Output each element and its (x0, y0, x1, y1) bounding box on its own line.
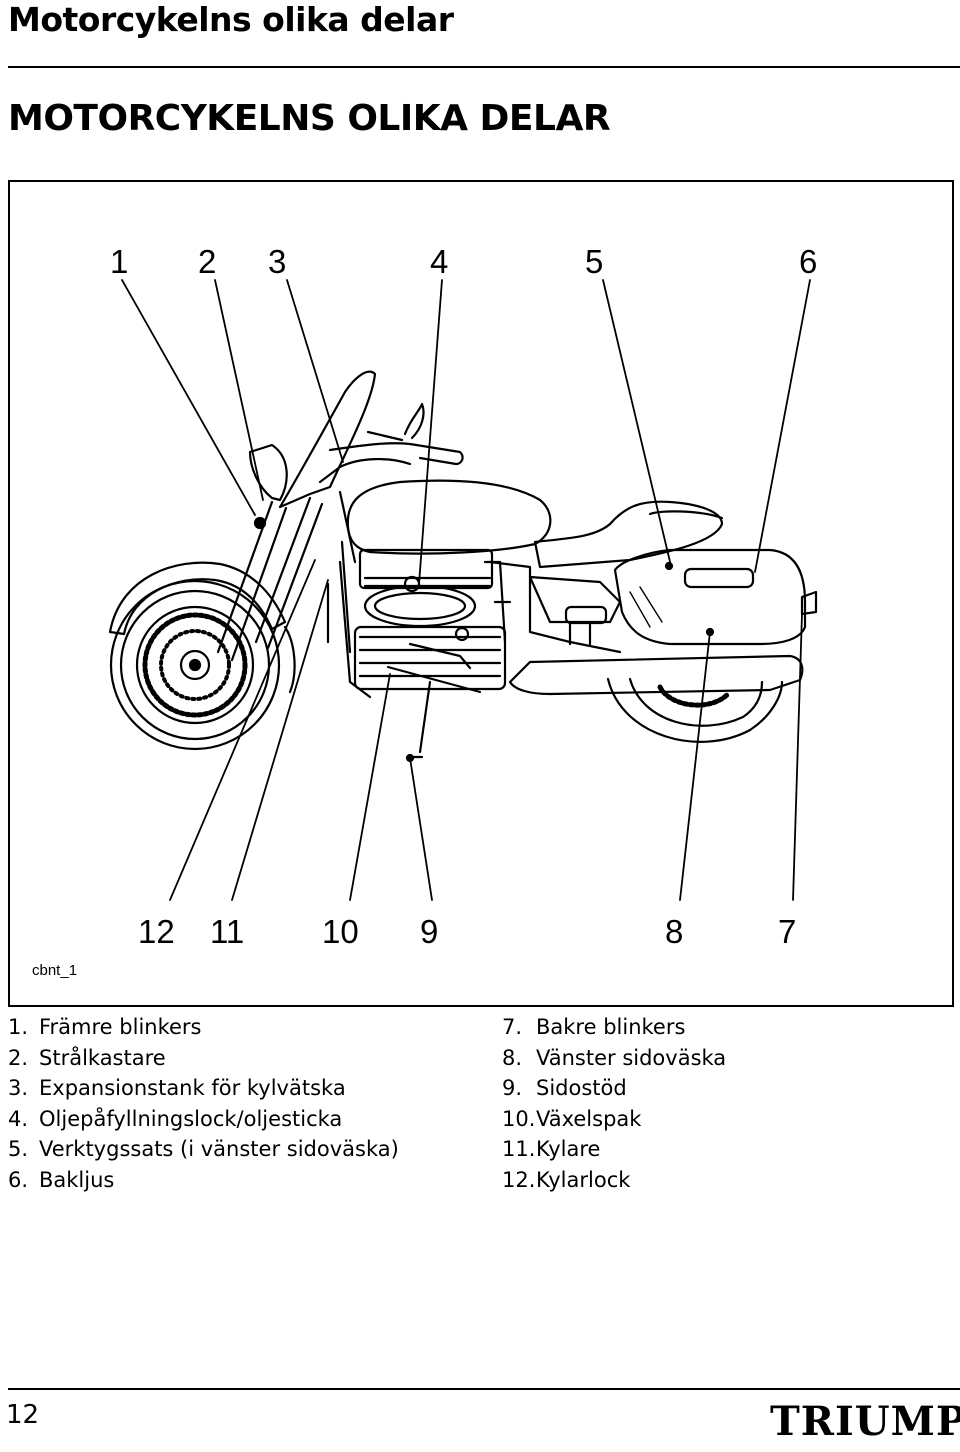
callout-label: 2 (198, 243, 217, 280)
legend-item: 12.Kylarlock (502, 1165, 726, 1196)
section-title: MOTORCYKELNS OLIKA DELAR (8, 98, 611, 139)
saddlebag (613, 548, 807, 646)
legend-number: 8. (502, 1045, 523, 1070)
legend-number: 3. (8, 1076, 29, 1100)
legend-number: 2. (8, 1045, 29, 1070)
callout-label: 6 (799, 243, 818, 280)
front-fender (108, 561, 287, 636)
legend-right-column: 7. Bakre blinkers 8. Vänster sidoväska 9. S… (502, 1012, 726, 1195)
header-rule (8, 66, 960, 68)
fuel-tank (346, 479, 552, 555)
callout-label: 4 (430, 243, 449, 280)
rear-wheel (606, 677, 784, 743)
legend-item: 6. Bakljus (8, 1165, 399, 1196)
page-number: 12 (6, 1400, 40, 1430)
callout-label: 1 (110, 243, 129, 280)
running-header: Motorcykelns olika delar (8, 0, 454, 39)
legend-item: 5. Verktygssats (i vänster sidoväska) (8, 1134, 399, 1165)
legend-number: 11. (502, 1137, 536, 1161)
legend-label: Expansionstank för kylvätska (39, 1076, 346, 1100)
windshield (278, 370, 377, 509)
exhaust (508, 654, 804, 696)
callout-label: 11 (210, 913, 245, 950)
legend-label: Växelspak (536, 1106, 642, 1131)
engine (326, 548, 512, 699)
callout-label: 5 (585, 243, 604, 280)
legend-number: 9. (502, 1076, 523, 1100)
legend-number: 10. (502, 1106, 536, 1131)
legend-item: 10.Växelspak (502, 1104, 726, 1135)
legend-item: 2. Strålkastare (8, 1043, 399, 1074)
seat (533, 500, 724, 569)
figure-code: cbnt_1 (32, 962, 78, 979)
legend-label: Sidostöd (536, 1076, 627, 1100)
callout-leaders (121, 279, 811, 901)
legend-label: Strålkastare (39, 1045, 166, 1070)
legend-left-column: 1. Främre blinkers 2. Strålkastare 3. Expan… (8, 1012, 399, 1195)
callout-label: 9 (420, 913, 439, 950)
callout-label: 3 (268, 243, 287, 280)
legend-item: 8. Vänster sidoväska (502, 1043, 726, 1074)
legend-label: Oljepåfyllningslock/oljesticka (39, 1106, 343, 1131)
legend-number: 1. (8, 1015, 29, 1039)
legend-number: 4. (8, 1106, 29, 1131)
legend-label: Kylarlock (536, 1167, 631, 1192)
legend-label: Främre blinkers (39, 1015, 202, 1039)
legend-label: Kylare (536, 1137, 601, 1161)
legend-item: 3. Expansionstank för kylvätska (8, 1073, 399, 1104)
legend-number: 5. (8, 1137, 29, 1161)
footer-rule (8, 1388, 960, 1390)
legend-item: 4. Oljepåfyllningslock/oljesticka (8, 1104, 399, 1135)
legend-label: Bakljus (39, 1167, 115, 1192)
legend-number: 7. (502, 1015, 523, 1039)
front-wheel (109, 579, 281, 751)
legend-item: 1. Främre blinkers (8, 1012, 399, 1043)
callout-label: 7 (778, 913, 797, 950)
callout-label: 10 (322, 913, 359, 950)
legend-item: 9. Sidostöd (502, 1073, 726, 1104)
motorcycle-figure: 1 2 3 4 5 6 12 11 10 9 8 7 cbnt_1 (8, 180, 954, 1007)
legend-number: 6. (8, 1167, 29, 1192)
legend-label: Bakre blinkers (536, 1015, 686, 1039)
legend-label: Vänster sidoväska (536, 1045, 727, 1070)
motorcycle-illustration (108, 279, 818, 901)
legend-item: 7. Bakre blinkers (502, 1012, 726, 1043)
legend-label: Verktygssats (i vänster sidoväska) (39, 1137, 399, 1161)
headlight (248, 443, 288, 502)
callout-label: 8 (665, 913, 684, 950)
legend-item: 11.Kylare (502, 1134, 726, 1165)
brand-logo: TRIUMPH (770, 1398, 960, 1445)
callout-label: 12 (138, 913, 175, 950)
legend-number: 12. (502, 1167, 536, 1192)
